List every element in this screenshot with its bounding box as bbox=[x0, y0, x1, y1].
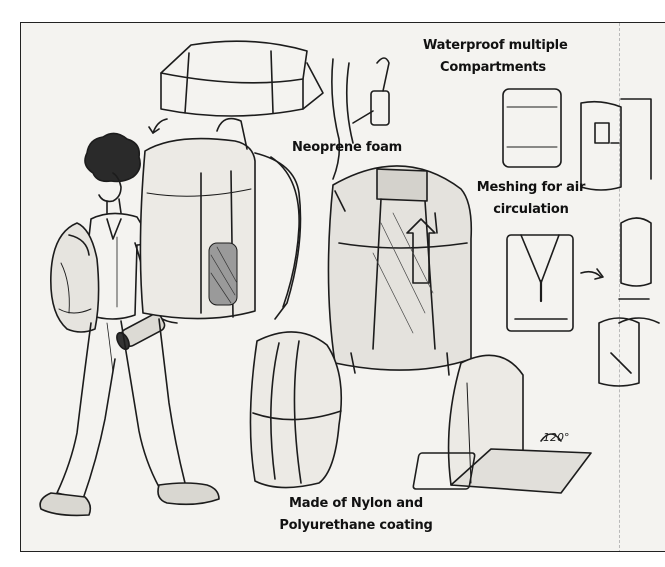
angle-mark-label: 120° bbox=[543, 431, 570, 444]
top-compartment-sketch bbox=[160, 40, 324, 117]
main-backpack-sketch bbox=[139, 117, 302, 320]
walking-student-figure bbox=[39, 132, 220, 517]
meshing-label: Meshing for air circulation bbox=[465, 177, 597, 221]
mesh-back-panel-sketch bbox=[506, 234, 604, 332]
arrow-to-main-bag bbox=[152, 118, 168, 134]
meshing-label-line-2: circulation bbox=[493, 202, 569, 217]
slim-backpack-sketch bbox=[249, 331, 343, 489]
edge-partial-sketches bbox=[598, 217, 660, 387]
waterproof-label-line-1: Waterproof multiple bbox=[423, 38, 568, 53]
backpack-sketch-drawing: 120° bbox=[39, 40, 660, 517]
neoprene-label-text: Neoprene foam bbox=[291, 140, 403, 155]
material-label-line-2: Polyurethane coating bbox=[279, 518, 433, 533]
opening-backpack-sketch bbox=[412, 354, 592, 494]
waterproof-label-line-2: Compartments bbox=[440, 60, 546, 75]
material-label-line-1: Made of Nylon and bbox=[289, 496, 423, 511]
meshing-label-line-1: Meshing for air bbox=[476, 180, 586, 195]
center-backpack-sketch bbox=[327, 165, 473, 376]
sketch-sheet: 120° Waterproof multiple Compartments Ne… bbox=[20, 22, 665, 552]
waterproof-label: Waterproof multiple Compartments bbox=[423, 35, 568, 79]
shoulder-hook-sketch bbox=[331, 57, 390, 180]
material-label: Made of Nylon and Polyurethane coating bbox=[277, 493, 435, 537]
margin-guide-line bbox=[619, 23, 620, 551]
neoprene-label: Neoprene foam bbox=[287, 137, 407, 159]
compartment-box-sketch bbox=[502, 88, 652, 191]
